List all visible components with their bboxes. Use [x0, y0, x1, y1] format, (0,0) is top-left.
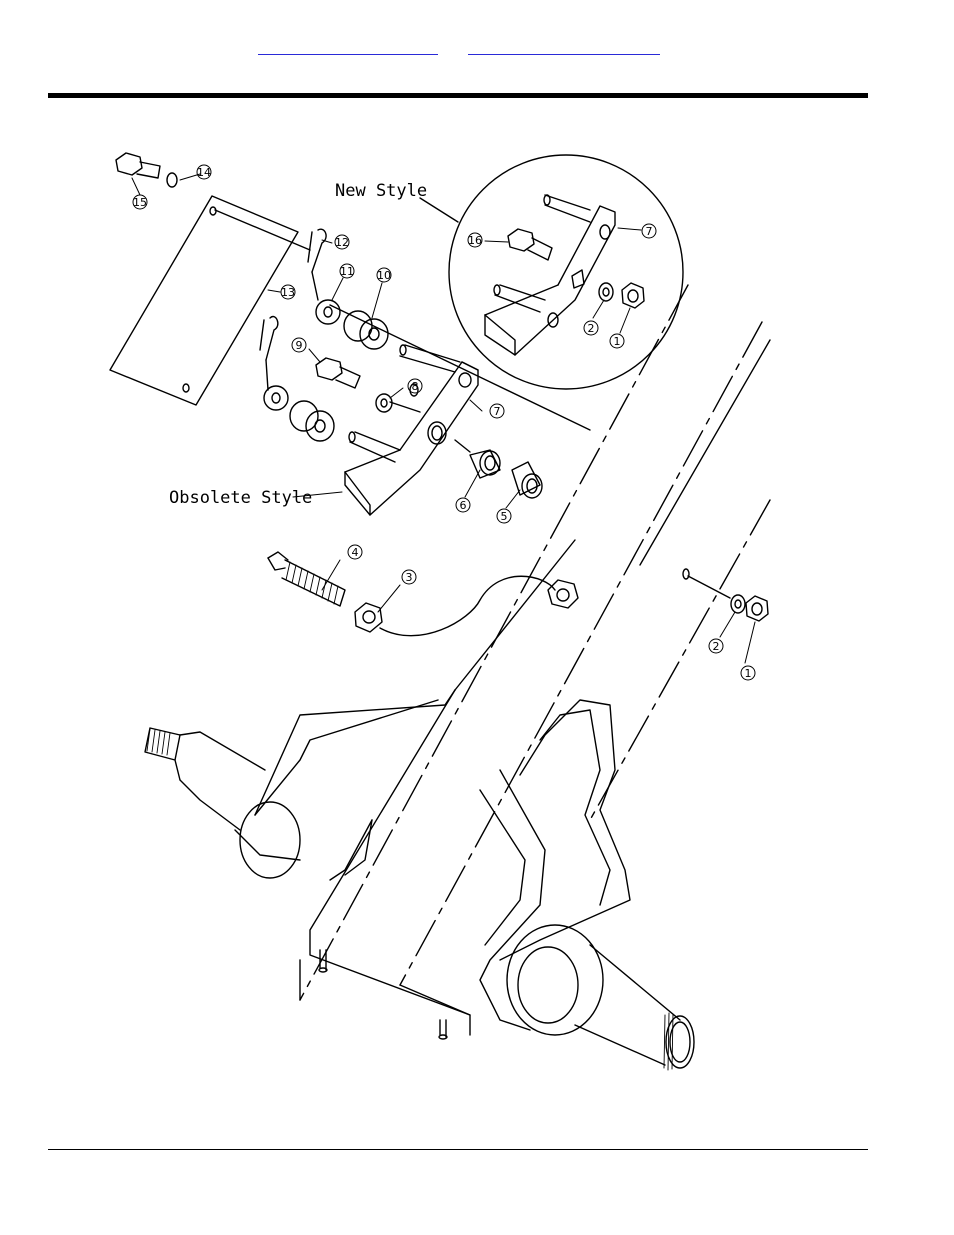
- header-rule: [48, 93, 868, 98]
- left-spindle: [145, 690, 455, 972]
- callout-12: 12: [335, 236, 349, 249]
- safety-cable: [355, 576, 578, 635]
- callout-2-main: 2: [713, 640, 720, 653]
- callout-3: 3: [406, 571, 413, 584]
- header-link-2[interactable]: [468, 40, 660, 55]
- new-style-detail: [420, 155, 683, 389]
- bolt-15: [116, 153, 177, 187]
- callout-11: 11: [340, 265, 354, 278]
- callout-1-new: 1: [614, 335, 621, 348]
- lower-washer-stack: [264, 386, 334, 441]
- callout-5: 5: [501, 510, 508, 523]
- callout-15: 15: [133, 196, 147, 209]
- right-hardware: [683, 569, 768, 621]
- callout-4: 4: [352, 546, 359, 559]
- obsolete-bracket: [345, 345, 478, 515]
- callout-7-new: 7: [646, 225, 653, 238]
- callout-6: 6: [460, 499, 467, 512]
- footer-rule: [48, 1149, 868, 1150]
- callout-7-obsolete: 7: [494, 405, 501, 418]
- parts-diagram: 15 14 12 11 10 13 9 8 7 6 5 4 3 1 2 16 7…: [98, 142, 778, 1077]
- callout-14: 14: [197, 166, 211, 179]
- callout-9: 9: [296, 339, 303, 352]
- callout-8: 8: [412, 380, 419, 393]
- leader-lines: [132, 174, 755, 663]
- plate: [110, 196, 310, 405]
- callout-1-main: 1: [745, 667, 752, 680]
- callout-16: 16: [468, 234, 482, 247]
- header-link-1[interactable]: [258, 40, 438, 55]
- callout-circles: [133, 165, 755, 680]
- axle-beam: [300, 285, 770, 1035]
- upper-washer-stack: [316, 300, 590, 430]
- label-obsolete-style: Obsolete Style: [169, 488, 312, 508]
- right-spindle: [439, 700, 694, 1070]
- callout-10: 10: [377, 269, 391, 282]
- label-new-style: New Style: [335, 181, 427, 201]
- bolt-9: [316, 358, 420, 412]
- bushings: [470, 450, 542, 498]
- callout-2-new: 2: [588, 322, 595, 335]
- threaded-rod: [268, 552, 345, 606]
- callout-13: 13: [281, 286, 295, 299]
